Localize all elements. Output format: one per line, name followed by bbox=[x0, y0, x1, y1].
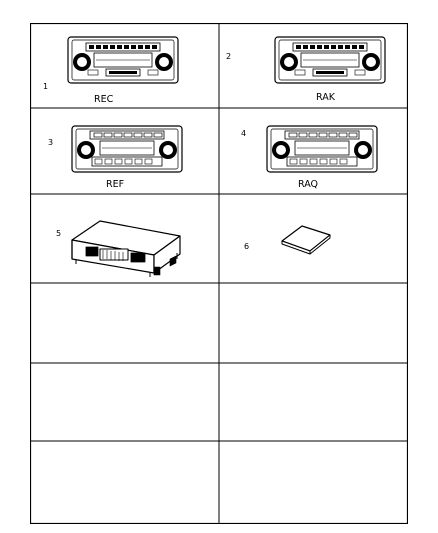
radio-rak-illustration bbox=[274, 36, 386, 84]
cell-1: 1 REC bbox=[43, 36, 179, 105]
cell-4: 4 RAQ bbox=[241, 125, 378, 190]
part-code-ref: REF bbox=[106, 179, 124, 190]
cell-6: 6 bbox=[244, 225, 331, 255]
part-code-raq: RAQ bbox=[298, 179, 318, 190]
cell-2: 2 RAK bbox=[226, 36, 386, 103]
radio-raq-illustration bbox=[266, 125, 378, 173]
callout-5: 5 bbox=[56, 229, 61, 238]
parts-grid: 1 REC 2 RAK 3 REF 4 RAQ 5 bbox=[30, 23, 408, 524]
part-code-rec: REC bbox=[94, 94, 114, 105]
radio-rec-illustration bbox=[67, 36, 179, 84]
callout-2: 2 bbox=[226, 52, 231, 61]
cell-3: 3 REF bbox=[48, 125, 183, 190]
control-module-illustration bbox=[71, 220, 181, 277]
callout-3: 3 bbox=[48, 138, 53, 147]
callout-6: 6 bbox=[244, 242, 249, 251]
parts-diagram: 1 REC 2 RAK 3 REF 4 RAQ 5 bbox=[30, 23, 408, 524]
radio-ref-illustration bbox=[71, 125, 183, 173]
callout-4: 4 bbox=[241, 129, 246, 138]
part-code-rak: RAK bbox=[316, 92, 336, 103]
cell-5: 5 bbox=[56, 220, 181, 277]
card-illustration bbox=[281, 225, 331, 255]
callout-1: 1 bbox=[43, 82, 48, 91]
